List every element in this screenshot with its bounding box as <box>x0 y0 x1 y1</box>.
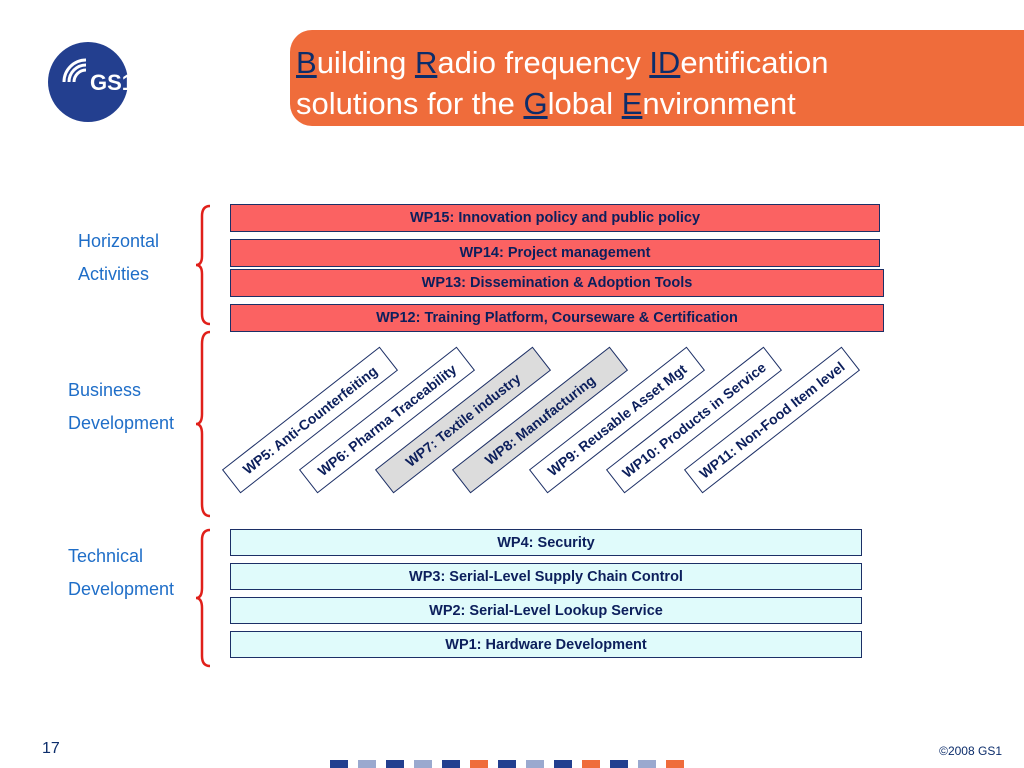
copyright-notice: ©2008 GS1 <box>939 744 1002 758</box>
title-segment: solutions for the <box>296 86 524 121</box>
label-line: Activities <box>78 264 150 284</box>
wp1-bar: WP1: Hardware Development <box>230 631 862 658</box>
slide-number: 17 <box>42 740 60 757</box>
title-segment: nvironment <box>642 86 796 121</box>
title-segment: entification <box>680 45 829 80</box>
label-line: Technical <box>68 546 144 566</box>
title-segment: uilding <box>316 45 415 80</box>
slide-title: Building Radio frequency IDentification … <box>296 42 1016 124</box>
title-initial: E <box>621 86 643 121</box>
wp12-bar: WP12: Training Platform, Courseware & Ce… <box>230 304 884 332</box>
title-segment: lobal <box>547 86 622 121</box>
label-line: Business <box>68 380 142 400</box>
title-banner <box>290 30 1024 126</box>
label-line: Development <box>68 579 175 599</box>
label-line: Development <box>68 413 175 433</box>
business-brace <box>195 330 211 518</box>
title-initial: G <box>523 86 548 121</box>
wp4-bar: WP4: Security <box>230 529 862 556</box>
wp15-bar: WP15: Innovation policy and public polic… <box>230 204 880 232</box>
title-line-2: solutions for the Global Environment <box>296 83 1016 124</box>
footer-decoration-strip <box>330 760 696 768</box>
title-initial: ID <box>649 45 681 80</box>
wp3-bar: WP3: Serial-Level Supply Chain Control <box>230 563 862 590</box>
label-business-development: Business Development <box>68 374 174 440</box>
wp14-bar: WP14: Project management <box>230 239 880 267</box>
horizontal-brace <box>195 204 211 326</box>
label-horizontal-activities: Horizontal Activities <box>78 225 159 291</box>
gs1-logo: GS1 <box>44 40 134 124</box>
label-line: Horizontal <box>78 231 160 251</box>
title-initial: R <box>414 45 438 80</box>
label-technical-development: Technical Development <box>68 540 174 606</box>
title-segment: adio frequency <box>437 45 650 80</box>
title-initial: B <box>296 45 317 80</box>
logo-text: GS1 <box>90 70 132 95</box>
wp2-bar: WP2: Serial-Level Lookup Service <box>230 597 862 624</box>
technical-brace <box>195 528 211 668</box>
wp13-bar: WP13: Dissemination & Adoption Tools <box>230 269 884 297</box>
title-line-1: Building Radio frequency IDentification <box>296 42 1016 83</box>
